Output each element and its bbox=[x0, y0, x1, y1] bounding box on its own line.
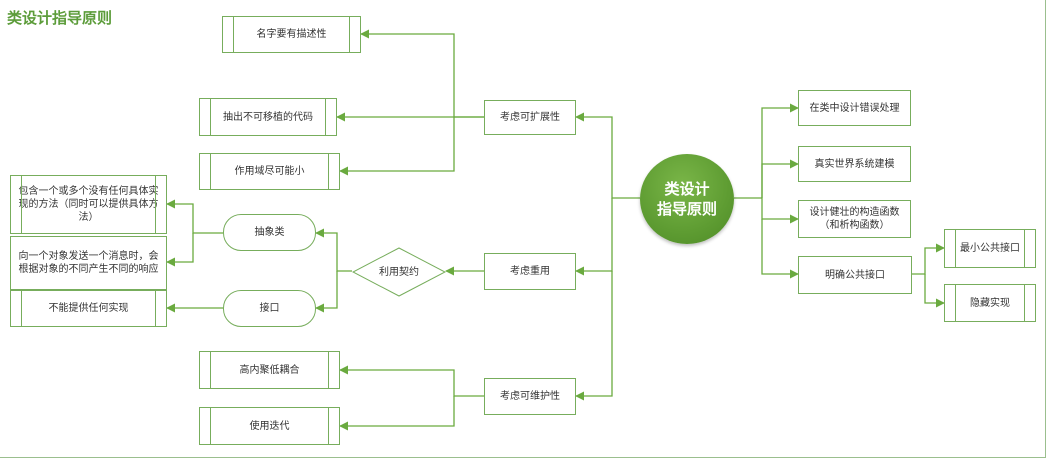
node-no-implementation[interactable]: 不能提供任何实现 bbox=[10, 290, 167, 327]
node-minimal-scope[interactable]: 作用域尽可能小 bbox=[199, 153, 340, 190]
node-extract-nonportable[interactable]: 抽出不可移植的代码 bbox=[199, 98, 337, 136]
node-abstract-class[interactable]: 抽象类 bbox=[223, 214, 316, 251]
link-extensible-name bbox=[360, 29, 484, 118]
link-center-reuse bbox=[575, 198, 613, 276]
node-robust-constructors[interactable]: 设计健壮的构造函数（和析构函数） bbox=[798, 200, 911, 238]
node-error-handling[interactable]: 在类中设计错误处理 bbox=[798, 90, 911, 126]
link-abstract-child2 bbox=[166, 233, 194, 267]
node-iteration[interactable]: 使用迭代 bbox=[199, 407, 340, 445]
link-abstract-child1 bbox=[166, 199, 223, 234]
link-contract-interface bbox=[315, 271, 338, 313]
center-node[interactable]: 类设计 指导原则 bbox=[640, 154, 734, 244]
link-extensible-scope bbox=[339, 117, 455, 176]
link-center-maintainable bbox=[575, 271, 613, 401]
link-interface-minimal bbox=[912, 243, 945, 275]
node-reuse[interactable]: 考虑重用 bbox=[484, 253, 576, 290]
node-polymorphism[interactable]: 向一个对象发送一个消息时，会根据对象的不同产生不同的响应 bbox=[10, 236, 167, 290]
link-interface-hide bbox=[924, 274, 945, 308]
node-abstract-methods[interactable]: 包含一个或多个没有任何具体实现的方法（同时可以提供具体方法） bbox=[10, 175, 167, 234]
node-real-world-modeling[interactable]: 真实世界系统建模 bbox=[798, 146, 911, 182]
node-descriptive-names[interactable]: 名字要有描述性 bbox=[222, 16, 361, 53]
link-right-constructor bbox=[761, 198, 799, 224]
page-title: 类设计指导原则 bbox=[7, 9, 113, 27]
node-extensible[interactable]: 考虑可扩展性 bbox=[484, 100, 576, 135]
node-minimal-public-interface[interactable]: 最小公共接口 bbox=[944, 229, 1036, 268]
node-contract[interactable]: 利用契约 bbox=[352, 247, 446, 297]
link-contract-abstract bbox=[315, 228, 352, 272]
link-maintainable-cohesion bbox=[339, 365, 484, 397]
link-right-interface bbox=[761, 219, 799, 279]
link-right-errors bbox=[761, 103, 799, 198]
node-public-interface[interactable]: 明确公共接口 bbox=[798, 256, 912, 294]
node-high-cohesion[interactable]: 高内聚低耦合 bbox=[199, 351, 340, 389]
center-node-label: 类设计 指导原则 bbox=[656, 180, 717, 218]
node-hide-implementation[interactable]: 隐藏实现 bbox=[944, 284, 1036, 322]
node-maintainable[interactable]: 考虑可维护性 bbox=[484, 378, 576, 415]
node-interface[interactable]: 接口 bbox=[223, 290, 316, 327]
contract-diamond-shape bbox=[352, 247, 446, 297]
link-maintainable-iterate bbox=[339, 396, 455, 431]
link-right-modeling bbox=[761, 159, 799, 198]
link-center-extensible bbox=[575, 112, 640, 199]
